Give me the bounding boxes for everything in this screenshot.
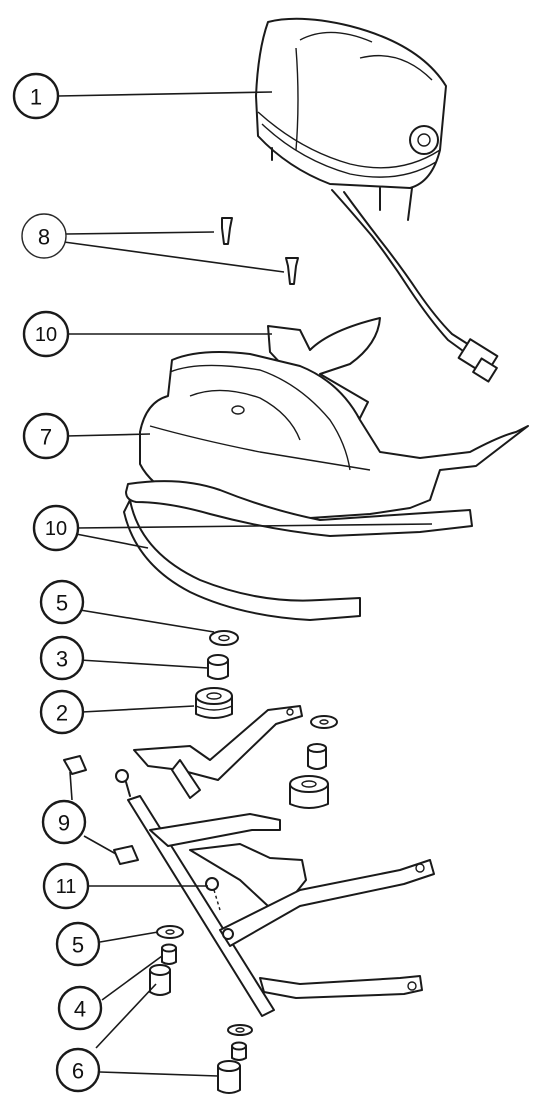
callout-1-label: 1 bbox=[30, 85, 42, 110]
callout-1: 1 bbox=[12, 72, 60, 120]
bracket-hardware-right bbox=[289, 715, 338, 809]
callout-8: 8 bbox=[21, 213, 67, 259]
callout-7-label: 7 bbox=[40, 425, 52, 450]
callout-2: 2 bbox=[39, 689, 85, 735]
leader-lines bbox=[57, 91, 433, 1077]
callout-5-upper: 5 bbox=[39, 579, 85, 625]
spacer bbox=[207, 654, 229, 680]
callout-4: 4 bbox=[57, 985, 103, 1031]
lower-hardware bbox=[149, 925, 253, 1094]
callout-8-label: 8 bbox=[38, 225, 50, 250]
callout-5-lower-label: 5 bbox=[72, 933, 84, 958]
callout-10-upper: 10 bbox=[22, 310, 70, 358]
callout-7: 7 bbox=[22, 412, 70, 460]
callout-10-upper-label: 10 bbox=[35, 324, 57, 346]
callout-9-label: 9 bbox=[58, 811, 70, 836]
callout-2-label: 2 bbox=[56, 701, 68, 726]
upper-gasket bbox=[267, 317, 381, 419]
callout-9: 9 bbox=[41, 799, 87, 845]
pivot-pin bbox=[115, 769, 234, 940]
washer-upper bbox=[209, 630, 239, 646]
callout-4-label: 4 bbox=[74, 997, 86, 1022]
callout-5-upper-label: 5 bbox=[56, 591, 68, 616]
cowl-fairing bbox=[139, 351, 529, 521]
callout-5-lower: 5 bbox=[55, 921, 101, 967]
callout-11-label: 11 bbox=[56, 876, 77, 898]
callout-6-label: 6 bbox=[72, 1059, 84, 1084]
callout-10-lower-label: 10 bbox=[45, 518, 67, 540]
callout-10-lower: 10 bbox=[32, 504, 80, 552]
instrument-cluster-housing bbox=[255, 17, 499, 383]
retaining-clips bbox=[63, 755, 139, 865]
callout-3: 3 bbox=[39, 635, 85, 681]
rubber-grommet bbox=[195, 687, 233, 719]
callout-11: 11 bbox=[42, 862, 90, 910]
callout-6: 6 bbox=[55, 1047, 101, 1093]
lower-gasket bbox=[123, 480, 473, 621]
callout-3-label: 3 bbox=[56, 647, 68, 672]
mounting-screws bbox=[221, 217, 299, 285]
mounting-bracket bbox=[127, 705, 435, 1017]
